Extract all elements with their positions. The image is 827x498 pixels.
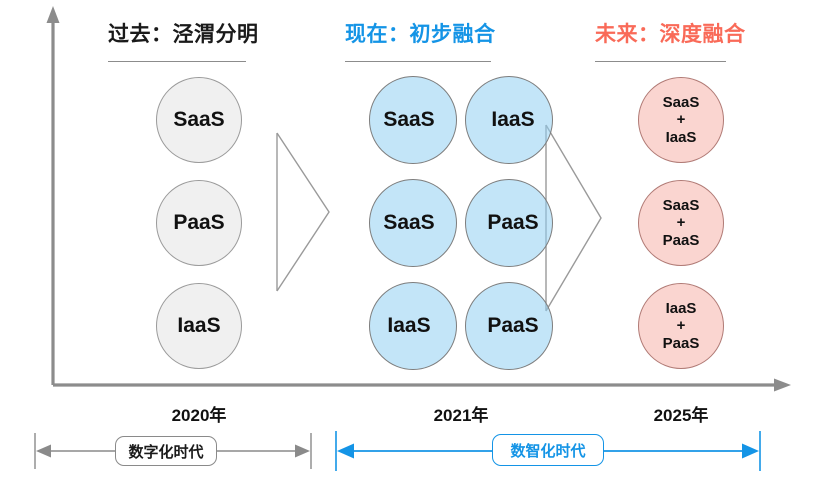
year-label-2021: 2021年 [433,406,489,425]
year-label-2025: 2025年 [653,406,709,425]
combo-bottom: IaaS [665,128,697,146]
venn-circle-left[interactable] [369,282,457,370]
combo-plus: + [676,111,686,129]
venn-label-left: SaaS [383,211,435,234]
venn-circle-right[interactable] [465,179,553,267]
x-axis-arrow [53,378,791,392]
venn-circle-right[interactable] [465,282,553,370]
era-chip-intelligent[interactable]: 数智化时代 [492,434,604,466]
era-chip-digital[interactable]: 数字化时代 [115,436,217,466]
venn-label-right: PaaS [487,314,539,337]
now-venn-iaas-paas[interactable]: IaaS PaaS [369,282,553,370]
future-circle-iaas-paas[interactable]: IaaS + PaaS [638,283,724,369]
combo-bottom: PaaS [662,231,700,249]
venn-circle-left[interactable] [369,76,457,164]
past-circle-saas[interactable]: SaaS [156,77,242,163]
now-venn-saas-paas[interactable]: SaaS PaaS [369,179,553,267]
column-title-past: 过去：泾渭分明 [108,23,259,46]
column-rule-future [595,61,726,62]
column-rule-past [108,61,246,62]
year-label-2020: 2020年 [171,406,227,425]
combo-top: IaaS [665,300,697,318]
combo-bottom: PaaS [662,334,700,352]
past-circle-paas[interactable]: PaaS [156,180,242,266]
y-axis-arrow [46,6,60,385]
venn-label-right: PaaS [487,211,539,234]
future-circle-saas-paas[interactable]: SaaS + PaaS [638,180,724,266]
column-rule-now [345,61,491,62]
venn-label-left: SaaS [383,108,435,131]
combo-plus: + [676,317,686,335]
venn-label-right: IaaS [491,108,535,131]
venn-circle-right[interactable] [465,76,553,164]
combo-top: SaaS [662,197,700,215]
venn-label-left: IaaS [387,314,431,337]
combo-plus: + [676,214,686,232]
column-title-future: 未来：深度融合 [595,23,746,46]
past-circle-iaas[interactable]: IaaS [156,283,242,369]
flow-chevron-1 [276,132,330,292]
column-title-now: 现在：初步融合 [345,23,496,46]
now-venn-saas-iaas[interactable]: SaaS IaaS [369,76,553,164]
combo-top: SaaS [662,94,700,112]
venn-circle-left[interactable] [369,179,457,267]
future-circle-saas-iaas[interactable]: SaaS + IaaS [638,77,724,163]
